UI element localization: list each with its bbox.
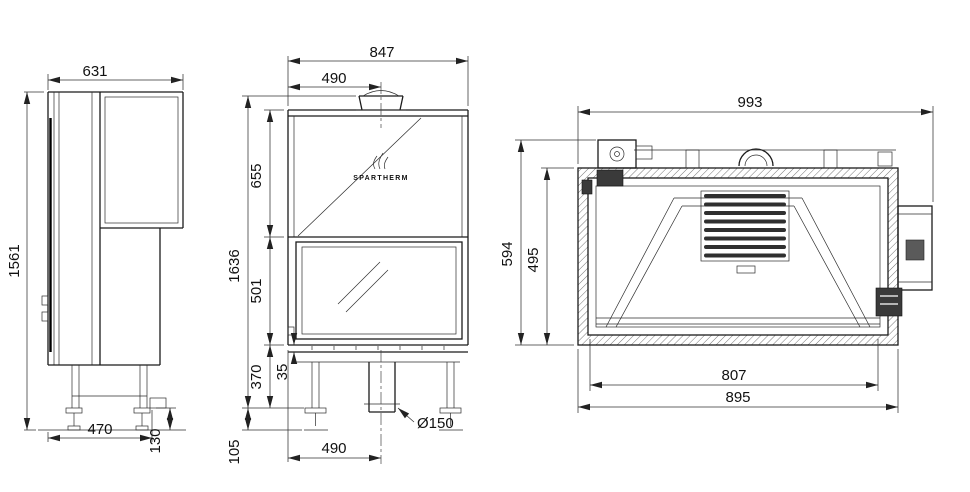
dim-label-631: 631 bbox=[82, 63, 107, 80]
dim-top-width-inner: 807 bbox=[589, 339, 879, 391]
front-view-legs bbox=[304, 362, 463, 431]
dim-top-depth-total: 594 bbox=[499, 139, 596, 346]
dim-top-width-body: 895 bbox=[577, 349, 899, 413]
air-pipe bbox=[364, 350, 400, 464]
dim-label-594: 594 bbox=[499, 241, 516, 266]
dim-top-width-total: 993 bbox=[577, 94, 934, 202]
dim-grate-offset: 35 bbox=[274, 333, 298, 381]
handle-detail bbox=[736, 265, 756, 274]
dim-label-d150: Ø150 bbox=[417, 415, 454, 432]
dim-side-foot-height: 130 bbox=[147, 407, 176, 454]
dim-label-501: 501 bbox=[248, 278, 265, 303]
glass-reflection bbox=[337, 261, 389, 313]
dim-label-370: 370 bbox=[248, 364, 265, 389]
dim-label-490-bottom: 490 bbox=[321, 440, 346, 457]
dim-flue-offset-top: 490 bbox=[288, 70, 381, 91]
front-view-hood bbox=[287, 109, 469, 345]
brand-logo-text: SPARTHERM bbox=[353, 175, 409, 182]
brand-logo: SPARTHERM bbox=[353, 152, 409, 182]
dim-label-895: 895 bbox=[725, 389, 750, 406]
flame-icon bbox=[373, 152, 389, 170]
dim-label-847: 847 bbox=[369, 44, 394, 61]
door-handle bbox=[41, 295, 49, 306]
side-duct bbox=[875, 205, 933, 317]
dim-label-130: 130 bbox=[147, 428, 164, 453]
dim-label-105: 105 bbox=[226, 439, 243, 464]
door-lift-diagonal bbox=[297, 117, 422, 237]
dim-clearance: 105 bbox=[226, 408, 252, 465]
dim-top-depth-body: 495 bbox=[525, 167, 574, 345]
dim-door-height: 501 bbox=[248, 237, 284, 346]
door-latch bbox=[287, 326, 295, 336]
top-view: 993 594 495 807 895 bbox=[499, 94, 934, 413]
dim-label-1561: 1561 bbox=[6, 244, 23, 277]
dim-label-35: 35 bbox=[274, 364, 291, 381]
side-view-body bbox=[41, 91, 184, 366]
dim-label-655: 655 bbox=[248, 163, 265, 188]
dim-flue-offset-bottom: 490 bbox=[287, 350, 381, 462]
convection-grille bbox=[700, 190, 790, 262]
flue-collar-top bbox=[738, 148, 774, 167]
front-view-door bbox=[287, 241, 468, 363]
flue-collar bbox=[356, 82, 406, 128]
dim-front-width: 847 bbox=[287, 44, 469, 106]
side-view: 631 1561 470 130 bbox=[6, 63, 186, 454]
dim-label-807: 807 bbox=[721, 367, 746, 384]
dim-label-470: 470 bbox=[87, 421, 112, 438]
dim-label-490-top: 490 bbox=[321, 70, 346, 87]
glass-pane bbox=[301, 246, 457, 335]
dim-flue-diameter: Ø150 bbox=[397, 407, 454, 432]
dim-label-1636: 1636 bbox=[226, 249, 243, 282]
dim-label-993: 993 bbox=[737, 94, 762, 111]
dim-label-495: 495 bbox=[525, 247, 542, 272]
dim-side-depth: 631 bbox=[47, 63, 184, 90]
dim-hood-height: 655 bbox=[248, 109, 284, 238]
dim-side-height: 1561 bbox=[6, 91, 44, 431]
lift-mechanism bbox=[581, 139, 896, 195]
dim-base-height: 370 bbox=[242, 345, 304, 409]
top-view-walls bbox=[577, 167, 899, 346]
firebox-interior bbox=[605, 197, 871, 328]
dim-total-height: 1636 bbox=[226, 95, 356, 431]
dim-side-base-depth: 470 bbox=[47, 410, 153, 442]
front-view: SPARTHERM 847 490 bbox=[226, 44, 469, 465]
